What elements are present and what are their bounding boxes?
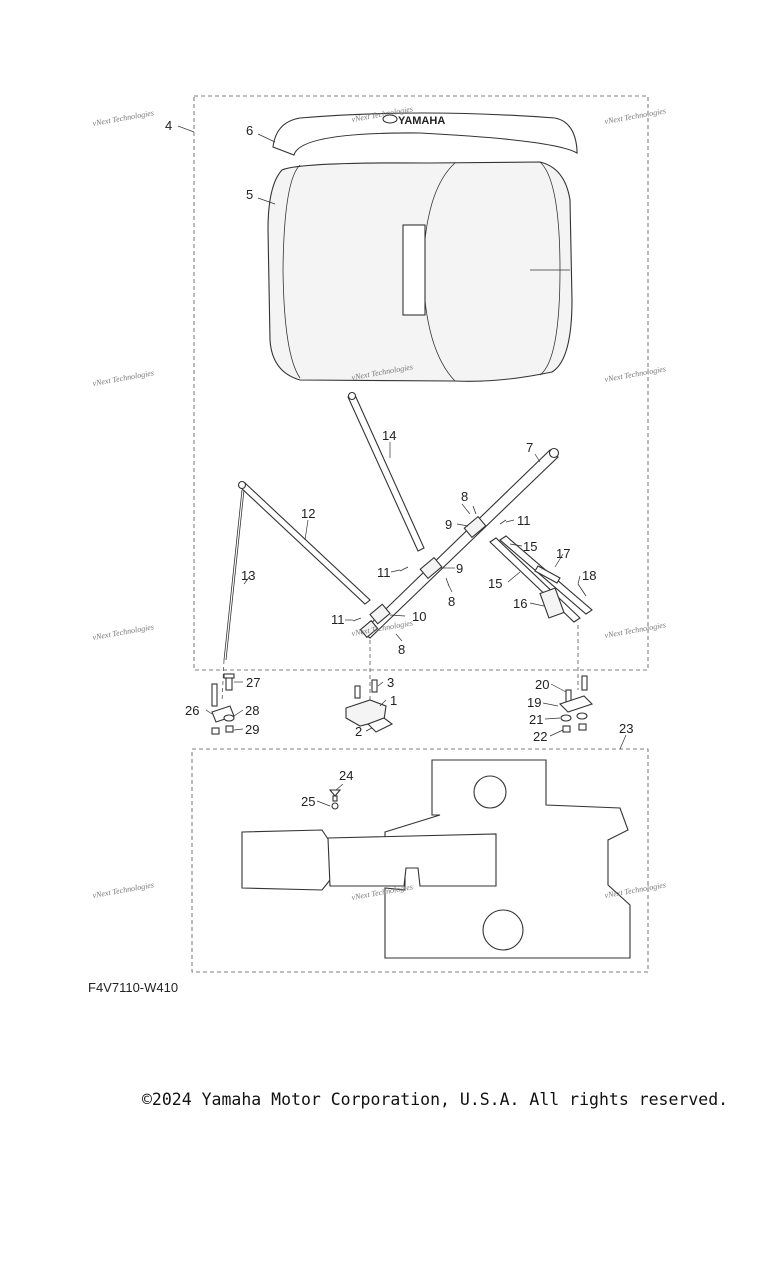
callout-22: 22	[533, 729, 547, 744]
callout-28: 28	[245, 703, 259, 718]
callout-leaders	[177, 125, 627, 807]
part-27-bolt[interactable]	[223, 673, 235, 691]
callout-20: 20	[535, 677, 549, 692]
svg-text:vNext Technologies: vNext Technologies	[604, 364, 667, 384]
part-2-plate[interactable]	[367, 717, 394, 733]
svg-text:vNext Technologies: vNext Technologies	[92, 368, 155, 388]
callout-8-a: 8	[461, 489, 468, 504]
callout-7: 7	[526, 440, 533, 455]
part-18-pin[interactable]	[577, 583, 587, 597]
part-21-washer[interactable]	[560, 712, 588, 722]
svg-text:vNext Technologies: vNext Technologies	[604, 880, 667, 900]
part-10-hinge-lower[interactable]	[359, 603, 391, 639]
callout-29: 29	[245, 722, 259, 737]
callout-18: 18	[582, 568, 596, 583]
part-3-screws[interactable]	[354, 679, 378, 699]
callout-4: 4	[165, 118, 172, 133]
callout-11-b: 11	[377, 565, 391, 580]
part-28-washer[interactable]	[223, 714, 235, 722]
bimini-top-assembly-box	[193, 95, 649, 671]
callout-9-a: 9	[445, 517, 452, 532]
callout-17: 17	[556, 546, 570, 561]
part-12-rear-pole[interactable]	[237, 480, 371, 605]
part-24-fastener[interactable]	[328, 789, 342, 802]
callout-9-b: 9	[456, 561, 463, 576]
part-16-bracket[interactable]	[539, 587, 565, 619]
callout-15-a: 15	[523, 539, 537, 554]
svg-text:vNext Technologies: vNext Technologies	[604, 620, 667, 640]
part-17-knob[interactable]	[534, 565, 561, 584]
part-13-strap[interactable]	[223, 489, 245, 661]
callout-8-c: 8	[398, 642, 405, 657]
callout-16: 16	[513, 596, 527, 611]
svg-text:vNext Technologies: vNext Technologies	[92, 622, 155, 642]
callout-5: 5	[246, 187, 253, 202]
svg-text:vNext Technologies: vNext Technologies	[92, 880, 155, 900]
part-19-bracket[interactable]	[558, 695, 594, 713]
callout-25: 25	[301, 794, 315, 809]
part-6-top-cover-bar[interactable]: YAMAHA	[272, 112, 578, 156]
part-25-clip[interactable]	[331, 802, 339, 810]
callout-2: 2	[355, 724, 362, 739]
callout-12: 12	[301, 506, 315, 521]
callout-10: 10	[412, 609, 426, 624]
part-15-support-poles[interactable]	[489, 535, 593, 623]
callout-23: 23	[619, 721, 633, 736]
part-5-canopy-cover[interactable]	[267, 161, 573, 382]
callout-19: 19	[527, 695, 541, 710]
callout-13: 13	[241, 568, 255, 583]
part-29-nut[interactable]	[211, 725, 234, 735]
part-14-front-pole[interactable]	[347, 391, 425, 552]
callout-1: 1	[390, 693, 397, 708]
callout-14: 14	[382, 428, 396, 443]
callout-24: 24	[339, 768, 353, 783]
callout-27: 27	[246, 675, 260, 690]
mat-assembly-box	[191, 748, 649, 973]
callout-11-c: 11	[331, 612, 345, 627]
callout-3: 3	[387, 675, 394, 690]
callout-21: 21	[529, 712, 543, 727]
copyright-notice: ©2024 Yamaha Motor Corporation, U.S.A. A…	[142, 1090, 729, 1109]
part-9-hinge-middle[interactable]	[419, 556, 443, 580]
callout-15-b: 15	[488, 576, 502, 591]
callout-numbers: 4 6 5 14 7 8 12 9 11 15 17 9 11 13 18 15…	[165, 118, 633, 809]
yamaha-logo	[382, 114, 398, 124]
diagram-code: F4V7110-W410	[88, 980, 179, 995]
callout-6: 6	[246, 123, 253, 138]
svg-text:vNext Technologies: vNext Technologies	[604, 106, 667, 126]
callout-26: 26	[185, 703, 199, 718]
callout-11-a: 11	[517, 513, 531, 528]
svg-text:vNext Technologies: vNext Technologies	[92, 108, 155, 128]
callout-8-b: 8	[448, 594, 455, 609]
part-23-mat-set[interactable]	[241, 759, 631, 959]
part-9-hinge-upper[interactable]	[463, 515, 487, 539]
part-11-screws[interactable]	[352, 519, 507, 622]
brand-label: YAMAHA	[398, 115, 445, 127]
part-22-nut[interactable]	[562, 723, 587, 733]
